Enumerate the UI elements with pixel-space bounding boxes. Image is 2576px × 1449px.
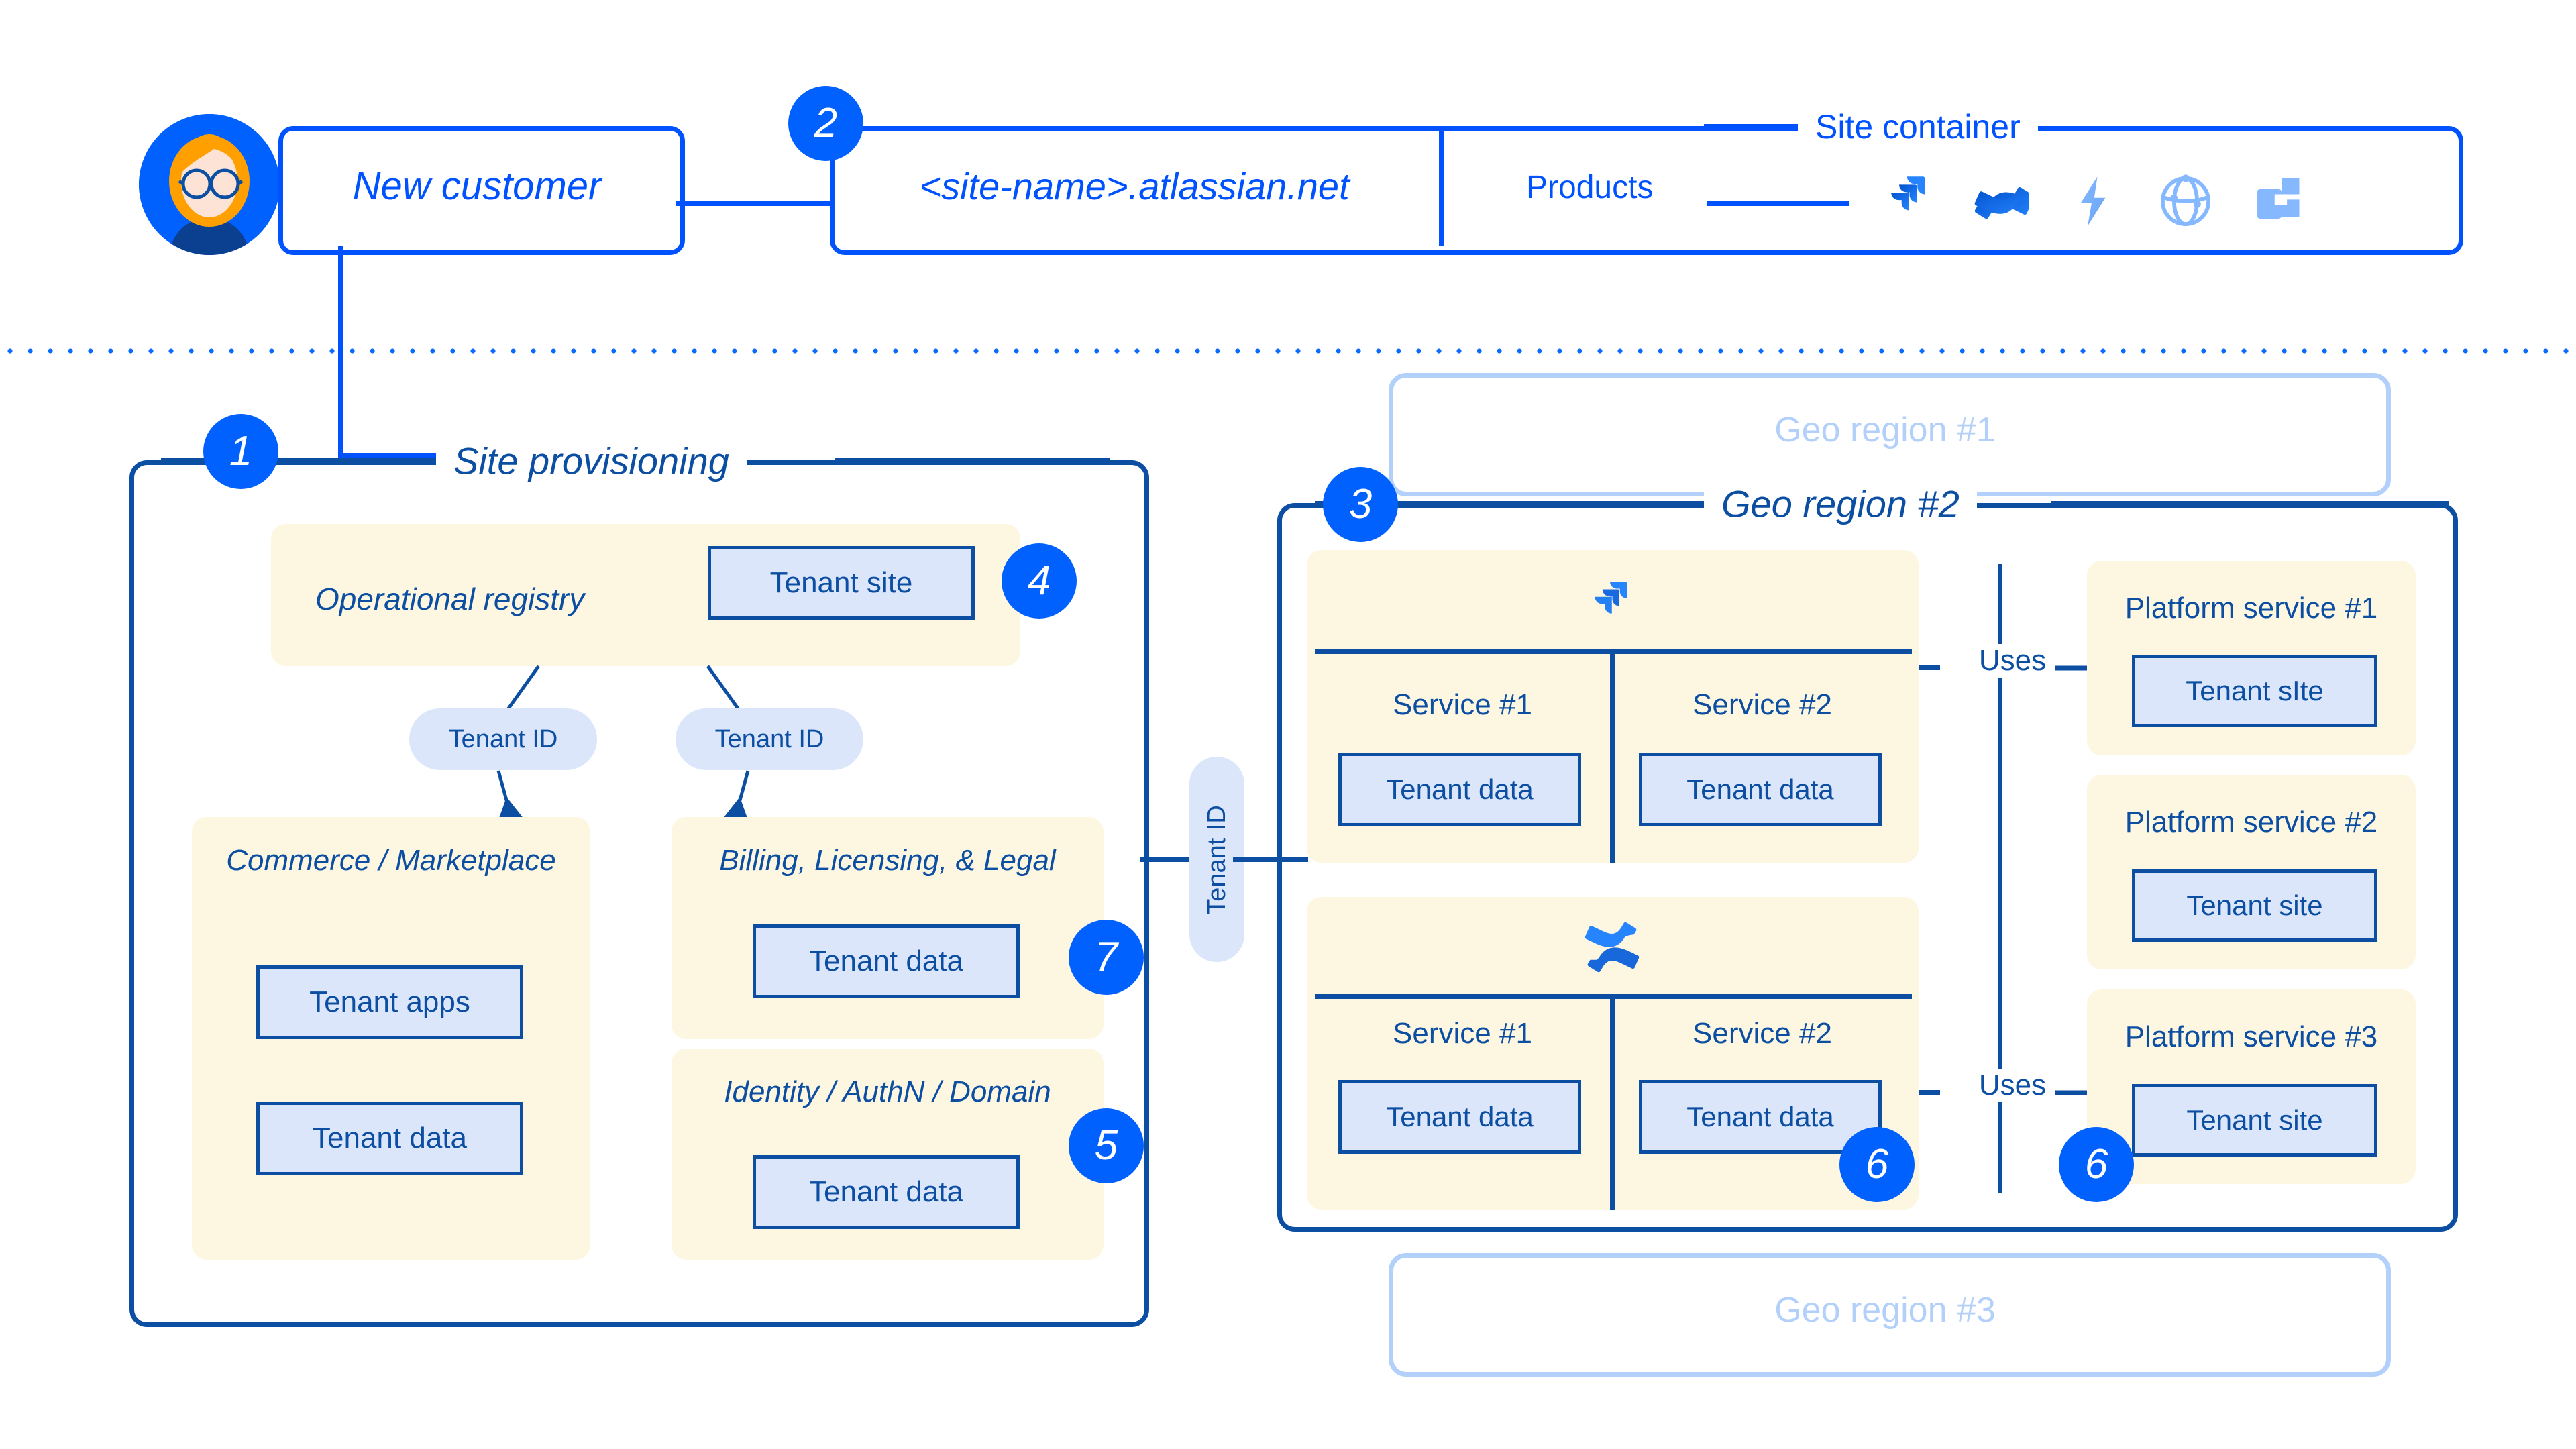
new-customer-box[interactable] bbox=[278, 126, 685, 255]
connector-customer-down-elbow bbox=[338, 453, 499, 459]
platform-service-3-tenant-site-box: Tenant site bbox=[2132, 1084, 2377, 1157]
badge-7: 7 bbox=[1069, 920, 1144, 995]
site-provisioning-title-rule-left bbox=[161, 458, 436, 464]
platform-service-3-title: Platform service #3 bbox=[2125, 1020, 2378, 1053]
avatar-illustration bbox=[139, 114, 280, 255]
geo-region-3-ghost-panel bbox=[1389, 1253, 2391, 1377]
environment-divider-dotted-line bbox=[0, 347, 2576, 354]
geo-region-2-title-rule-right bbox=[2051, 501, 2449, 506]
platform-services-spine bbox=[1998, 564, 2002, 1193]
billing-tenant-data-box: Tenant data bbox=[753, 924, 1020, 998]
confluence-group-vrule bbox=[1610, 994, 1615, 1210]
tenant-site-box: Tenant site bbox=[708, 546, 975, 620]
badge-1: 1 bbox=[203, 414, 278, 489]
platform-service-1-title: Platform service #1 bbox=[2125, 592, 2378, 625]
confluence-service-2-tenant-data-box: Tenant data bbox=[1639, 1080, 1882, 1154]
geo-region-2-title: Geo region #2 bbox=[1704, 482, 1977, 526]
uses-label-1: Uses bbox=[1940, 644, 2085, 678]
jira-group-vrule bbox=[1610, 649, 1615, 863]
site-container-outer bbox=[830, 126, 2463, 255]
confluence-service-1-label: Service #1 bbox=[1393, 1017, 1532, 1050]
site-container-title: Site container bbox=[1798, 107, 2038, 146]
confluence-icon-group bbox=[1585, 920, 1640, 974]
confluence-service-2-label: Service #2 bbox=[1693, 1017, 1832, 1050]
identity-authn-domain-label: Identity / AuthN / Domain bbox=[724, 1075, 1051, 1108]
compass-icon bbox=[2157, 173, 2214, 229]
trello-icon bbox=[2250, 173, 2306, 229]
site-container-title-rule-left bbox=[1704, 124, 1798, 129]
confluence-icon bbox=[1972, 173, 2032, 229]
platform-service-1-tenant-site-box: Tenant sIte bbox=[2132, 655, 2377, 727]
badge-6-left: 6 bbox=[1839, 1127, 1915, 1202]
jira-service-management-icon bbox=[2065, 173, 2121, 229]
site-provisioning-title: Site provisioning bbox=[436, 439, 747, 483]
site-name-label: <site-name>.atlassian.net bbox=[919, 164, 1350, 207]
geo-region-2-title-rule-left bbox=[1315, 501, 1704, 506]
bridge-line-left bbox=[1140, 857, 1207, 862]
connector-customer-to-sitename bbox=[676, 201, 830, 206]
tenant-id-pill-left: Tenant ID bbox=[409, 708, 597, 770]
jira-service-2-label: Service #2 bbox=[1693, 688, 1832, 721]
operational-registry-label: Operational registry bbox=[315, 582, 585, 616]
bridge-line-right bbox=[1233, 857, 1308, 862]
tenant-apps-box: Tenant apps bbox=[256, 965, 523, 1039]
bridge-tenant-id-label: Tenant ID bbox=[1202, 804, 1231, 914]
new-customer-label: New customer bbox=[352, 164, 602, 208]
site-provisioning-title-rule-right bbox=[835, 458, 1110, 464]
platform-service-2-title: Platform service #2 bbox=[2125, 806, 2378, 839]
person-avatar-icon bbox=[139, 114, 280, 255]
jira-icon bbox=[1881, 173, 1937, 229]
platform-service-2-tenant-site-box: Tenant site bbox=[2132, 869, 2377, 942]
jira-service-1-label: Service #1 bbox=[1393, 688, 1532, 721]
uses-label-3: Uses bbox=[1940, 1069, 2085, 1102]
products-rule bbox=[1707, 201, 1849, 206]
jira-icon-group bbox=[1585, 578, 1639, 632]
badge-3: 3 bbox=[1323, 467, 1398, 542]
identity-tenant-data-box: Tenant data bbox=[753, 1155, 1020, 1229]
jira-service-2-tenant-data-box: Tenant data bbox=[1639, 753, 1882, 826]
geo-region-3-ghost-label: Geo region #3 bbox=[1774, 1291, 1996, 1330]
badge-6-right: 6 bbox=[2059, 1127, 2134, 1202]
badge-4: 4 bbox=[1002, 543, 1077, 619]
geo-region-1-ghost-label: Geo region #1 bbox=[1774, 411, 1996, 449]
commerce-tenant-data-box: Tenant data bbox=[256, 1102, 523, 1175]
badge-5: 5 bbox=[1069, 1108, 1144, 1183]
tenant-id-pill-right: Tenant ID bbox=[676, 708, 863, 770]
confluence-service-1-tenant-data-box: Tenant data bbox=[1338, 1080, 1581, 1154]
products-label: Products bbox=[1526, 170, 1654, 205]
site-container-divider bbox=[1439, 126, 1444, 246]
commerce-marketplace-label: Commerce / Marketplace bbox=[226, 844, 556, 877]
jira-service-1-tenant-data-box: Tenant data bbox=[1338, 753, 1581, 826]
badge-2: 2 bbox=[788, 86, 863, 161]
billing-licensing-legal-label: Billing, Licensing, & Legal bbox=[719, 844, 1056, 877]
